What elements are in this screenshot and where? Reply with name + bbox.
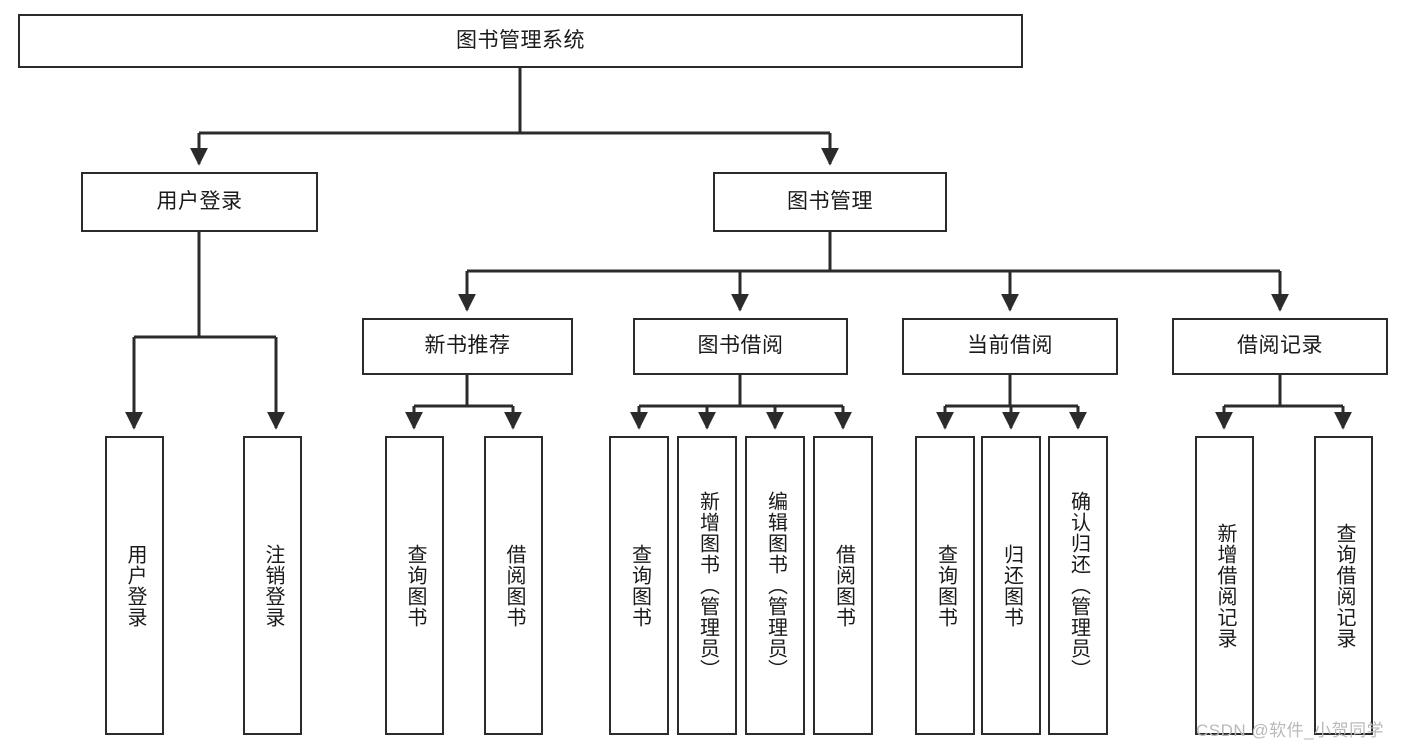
- node-leaf-query-book-3[interactable]: 查询图书: [915, 436, 975, 735]
- node-leaf-borrow-book-2[interactable]: 借阅图书: [813, 436, 873, 735]
- node-label: 图书管理系统: [456, 28, 585, 52]
- node-label: 借阅记录: [1237, 334, 1323, 358]
- node-label: 图书借阅: [697, 334, 784, 358]
- node-new-book-recommend[interactable]: 新书推荐: [362, 318, 573, 375]
- node-label: 新增借阅记录: [1214, 522, 1236, 649]
- node-label: 借阅图书: [503, 543, 525, 628]
- node-root-book-management-system[interactable]: 图书管理系统: [18, 14, 1023, 68]
- node-leaf-edit-book[interactable]: 编辑图书（管理员）: [745, 436, 805, 735]
- node-label: 新增图书（管理员）: [696, 491, 719, 680]
- node-label: 编辑图书（管理员）: [764, 491, 787, 680]
- node-leaf-user-login[interactable]: 用户登录: [105, 436, 164, 735]
- node-label: 当前借阅: [967, 334, 1053, 358]
- node-book-borrow[interactable]: 图书借阅: [633, 318, 848, 375]
- node-label: 查询借阅记录: [1333, 522, 1355, 649]
- node-leaf-borrow-book-1[interactable]: 借阅图书: [484, 436, 543, 735]
- node-label: 查询图书: [404, 543, 426, 628]
- node-leaf-query-book-2[interactable]: 查询图书: [609, 436, 669, 735]
- node-label: 查询图书: [934, 543, 957, 628]
- node-leaf-logout[interactable]: 注销登录: [243, 436, 302, 735]
- node-label: 借阅图书: [832, 543, 855, 628]
- node-user-login[interactable]: 用户登录: [81, 172, 318, 232]
- node-leaf-return-book[interactable]: 归还图书: [981, 436, 1041, 735]
- node-leaf-query-book-1[interactable]: 查询图书: [385, 436, 444, 735]
- node-leaf-confirm-return[interactable]: 确认归还（管理员）: [1048, 436, 1108, 735]
- node-label: 用户登录: [124, 543, 146, 628]
- node-leaf-query-record[interactable]: 查询借阅记录: [1314, 436, 1373, 735]
- node-label: 归还图书: [1000, 543, 1023, 628]
- node-label: 用户登录: [156, 189, 243, 213]
- node-label: 新书推荐: [424, 334, 511, 358]
- node-label: 图书管理: [787, 189, 873, 213]
- node-borrow-record[interactable]: 借阅记录: [1172, 318, 1388, 375]
- node-label: 查询图书: [628, 543, 651, 628]
- node-leaf-add-book[interactable]: 新增图书（管理员）: [677, 436, 737, 735]
- node-label: 确认归还（管理员）: [1067, 491, 1090, 680]
- node-current-borrow[interactable]: 当前借阅: [902, 318, 1118, 375]
- node-book-management[interactable]: 图书管理: [713, 172, 947, 232]
- node-leaf-add-record[interactable]: 新增借阅记录: [1195, 436, 1254, 735]
- node-label: 注销登录: [262, 543, 284, 628]
